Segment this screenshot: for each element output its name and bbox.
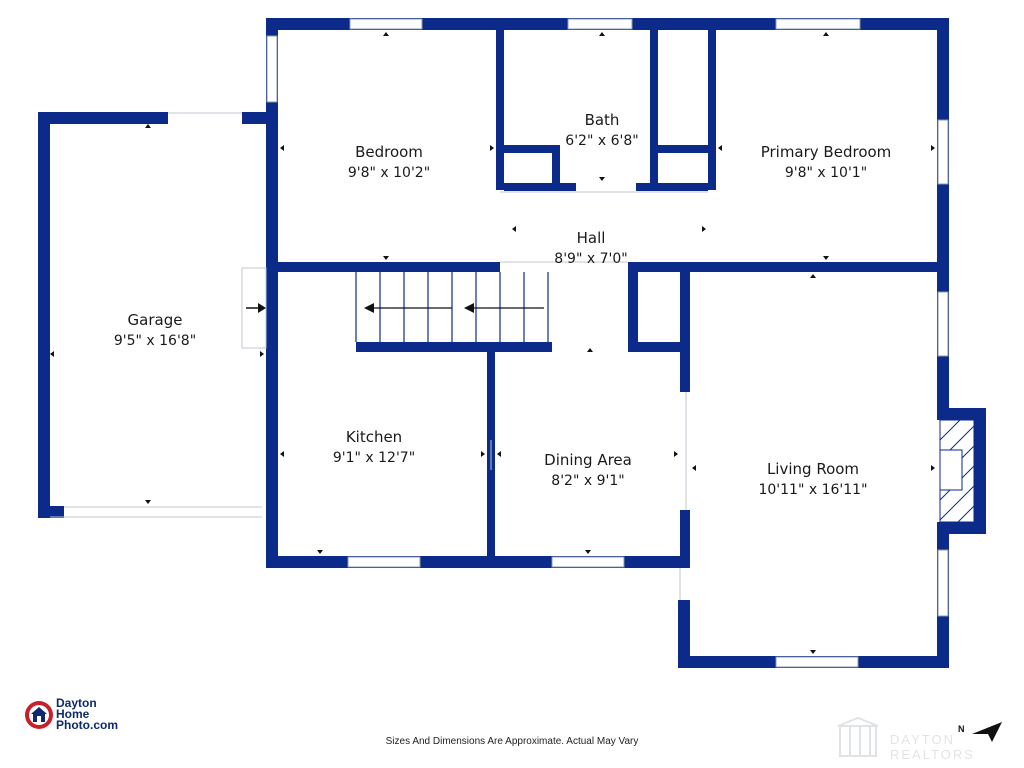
room-name-dining-area: Dining Area bbox=[544, 451, 632, 469]
north-arrow-icon bbox=[972, 722, 1002, 742]
wall-bottom-kitchen-dining bbox=[266, 556, 690, 568]
windows bbox=[266, 18, 949, 668]
window-living-right-lower bbox=[937, 549, 949, 617]
wall-stairs-bottom bbox=[356, 342, 552, 352]
fireplace bbox=[939, 419, 975, 523]
north-compass: N bbox=[958, 720, 1004, 744]
window-bath-top bbox=[567, 18, 633, 30]
wall-garage-bottom-left bbox=[38, 506, 64, 518]
window-primary-right bbox=[937, 119, 949, 185]
wall-garage-top bbox=[38, 112, 168, 124]
wall-living-top bbox=[628, 262, 948, 272]
room-dims-garage: 9'5" x 16'8" bbox=[114, 333, 196, 349]
wall-bath-bottom-left bbox=[504, 183, 576, 191]
compass-north-label: N bbox=[958, 724, 965, 734]
room-dims-primary-bedroom: 9'8" x 10'1" bbox=[785, 165, 867, 181]
room-name-bath: Bath bbox=[585, 111, 620, 129]
window-bedroom-top bbox=[349, 18, 423, 30]
window-primary-top bbox=[775, 18, 861, 30]
room-dims-bedroom: 9'8" x 10'2" bbox=[348, 165, 430, 181]
house-badge-icon bbox=[25, 701, 53, 729]
disclaimer-text: Sizes And Dimensions Are Approximate. Ac… bbox=[385, 736, 639, 747]
wall-house-left bbox=[266, 18, 278, 563]
room-name-garage: Garage bbox=[128, 311, 183, 329]
room-dims-living-room: 10'11" x 16'11" bbox=[758, 482, 867, 498]
room-name-hall: Hall bbox=[577, 229, 606, 247]
wall-garage-top-right bbox=[242, 112, 278, 124]
logo-line-1: Dayton bbox=[56, 696, 97, 710]
wall-dining-living-lower bbox=[680, 510, 690, 568]
wall-bedroom-bath bbox=[496, 30, 504, 190]
logo-line-2: Home bbox=[56, 707, 90, 721]
wall-bedroom-bottom bbox=[278, 262, 500, 272]
wall-fireplace-right bbox=[974, 408, 986, 534]
logo-line-3: Photo.com bbox=[56, 718, 118, 732]
wall-living-left-lower bbox=[678, 600, 690, 668]
wall-closet-primary bbox=[708, 30, 716, 190]
dayton-home-photo-logo: Dayton Home Photo.com bbox=[24, 696, 144, 738]
room-name-bedroom: Bedroom bbox=[355, 143, 423, 161]
openings bbox=[50, 112, 708, 600]
window-living-right-upper bbox=[937, 291, 949, 357]
wall-hall-closet-bottom bbox=[628, 342, 688, 352]
wall-fireplace-top bbox=[937, 408, 985, 420]
room-dims-bath: 6'2" x 6'8" bbox=[565, 133, 638, 149]
wall-garage-left bbox=[38, 112, 50, 518]
wall-bath-shelf-left bbox=[504, 145, 560, 153]
window-dining-bottom bbox=[551, 556, 625, 568]
building-watermark-icon bbox=[837, 716, 879, 757]
room-dims-hall: 8'9" x 7'0" bbox=[554, 251, 627, 267]
room-dims-kitchen: 9'1" x 12'7" bbox=[333, 450, 415, 466]
room-name-living-room: Living Room bbox=[767, 460, 859, 478]
stairs bbox=[355, 272, 549, 342]
wall-closet-shelf bbox=[658, 145, 708, 153]
window-bedroom-left bbox=[266, 35, 278, 103]
room-labels: Garage 9'5" x 16'8" Bedroom 9'8" x 10'2"… bbox=[114, 111, 891, 498]
wall-hall-closet-left bbox=[628, 262, 638, 352]
room-name-kitchen: Kitchen bbox=[346, 428, 402, 446]
wall-fireplace-bottom bbox=[937, 522, 985, 534]
wall-bath-closet bbox=[650, 30, 658, 190]
wall-bath-shelf-left-v bbox=[552, 145, 560, 190]
wall-bath-bottom-right bbox=[636, 183, 708, 191]
wall-dining-living-upper bbox=[680, 272, 690, 392]
window-living-bottom bbox=[775, 656, 859, 668]
window-kitchen-bottom bbox=[347, 556, 421, 568]
watermark-text: DAYTON REALTORS bbox=[890, 732, 975, 762]
garage-entry-arrow bbox=[246, 303, 266, 313]
room-name-primary-bedroom: Primary Bedroom bbox=[761, 143, 892, 161]
logo-wordmark: Dayton Home Photo.com bbox=[56, 696, 118, 732]
realtors-watermark: DAYTON REALTORS bbox=[836, 716, 1016, 762]
room-dims-dining-area: 8'2" x 9'1" bbox=[551, 473, 624, 489]
dimension-markers bbox=[50, 32, 935, 654]
